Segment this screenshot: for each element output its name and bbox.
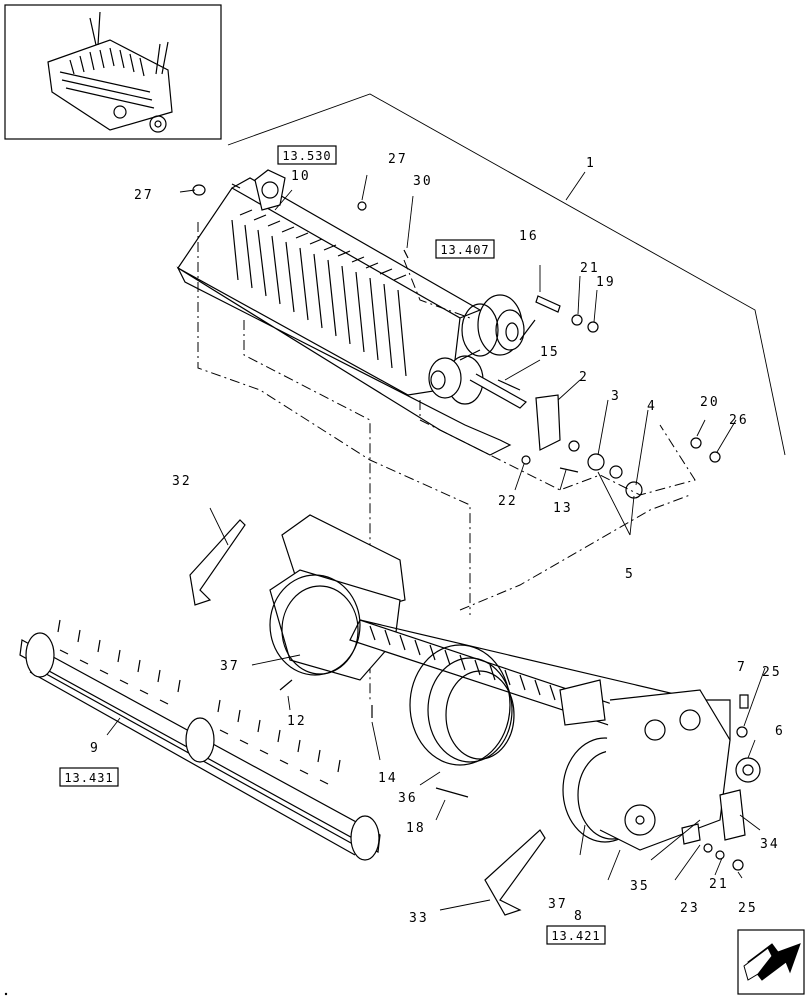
callout-20: 20 xyxy=(700,395,720,410)
shield-part-33 xyxy=(484,829,546,916)
ref-13431-label: 13.431 xyxy=(64,771,113,785)
callout-numbers: 1 2 3 4 5 6 7 8 9 10 12 13 14 15 16 18 1… xyxy=(90,152,785,926)
callout-19: 19 xyxy=(596,275,616,290)
callout-27b: 27 xyxy=(388,152,408,167)
callout-16: 16 xyxy=(519,229,539,244)
callout-15: 15 xyxy=(540,345,560,360)
ref-13421-label: 13.421 xyxy=(551,929,600,943)
ref-13530-label: 13.530 xyxy=(282,149,331,163)
callout-37a: 37 xyxy=(220,659,240,674)
callout-25a: 25 xyxy=(762,665,782,680)
callout-37b: 37 xyxy=(548,897,568,912)
thumbnail-inset xyxy=(4,4,222,140)
callout-23: 23 xyxy=(680,901,700,916)
pickup-reel-assembly xyxy=(19,619,381,861)
next-page-arrow-icon[interactable] xyxy=(737,929,805,995)
callout-7: 7 xyxy=(737,660,747,675)
upper-comb-assembly xyxy=(176,169,512,456)
ref-13407-label: 13.407 xyxy=(440,243,489,257)
callout-21a: 21 xyxy=(580,261,600,276)
callout-9: 9 xyxy=(90,741,100,756)
callout-5: 5 xyxy=(625,567,635,582)
rotor-housing-assembly xyxy=(269,514,731,851)
callout-25b: 25 xyxy=(738,901,758,916)
callout-8: 8 xyxy=(574,909,584,924)
callout-33: 33 xyxy=(409,911,429,926)
ref-box-13421: 13.421 xyxy=(546,925,606,945)
callout-13: 13 xyxy=(553,501,573,516)
ref-box-13431: 13.431 xyxy=(59,767,119,787)
hardware-lower-right xyxy=(279,679,761,871)
callout-36: 36 xyxy=(398,791,418,806)
callout-18: 18 xyxy=(406,821,426,836)
comb-plates xyxy=(231,209,407,377)
callout-12: 12 xyxy=(287,714,307,729)
callout-6: 6 xyxy=(775,724,785,739)
callout-10: 10 xyxy=(291,169,311,184)
drive-sprocket-assembly xyxy=(428,294,536,409)
callout-35: 35 xyxy=(630,879,650,894)
reel-tines xyxy=(57,619,341,785)
callout-2: 2 xyxy=(579,370,589,385)
callout-32: 32 xyxy=(172,474,192,489)
assembly-bracket-line xyxy=(227,93,786,456)
callout-26: 26 xyxy=(729,413,749,428)
callout-1-leader xyxy=(565,171,586,201)
callout-1: 1 xyxy=(586,156,596,171)
callout-21b: 21 xyxy=(709,877,729,892)
callout-27a: 27 xyxy=(134,188,154,203)
corner-mark xyxy=(4,992,8,996)
thumbnail-machine-image xyxy=(47,11,173,133)
callout-3: 3 xyxy=(611,389,621,404)
callout-22: 22 xyxy=(498,494,518,509)
ref-box-13530: 13.530 xyxy=(277,145,337,165)
hardware-bolts-washers xyxy=(192,184,721,499)
callout-14: 14 xyxy=(378,771,398,786)
ref-box-13407: 13.407 xyxy=(435,239,495,259)
callout-4: 4 xyxy=(647,399,657,414)
callout-34: 34 xyxy=(760,837,780,852)
callout-30: 30 xyxy=(413,174,433,189)
callout-leaders xyxy=(106,174,766,911)
shield-part-32 xyxy=(189,519,246,606)
assembly-centerlines xyxy=(197,222,696,700)
